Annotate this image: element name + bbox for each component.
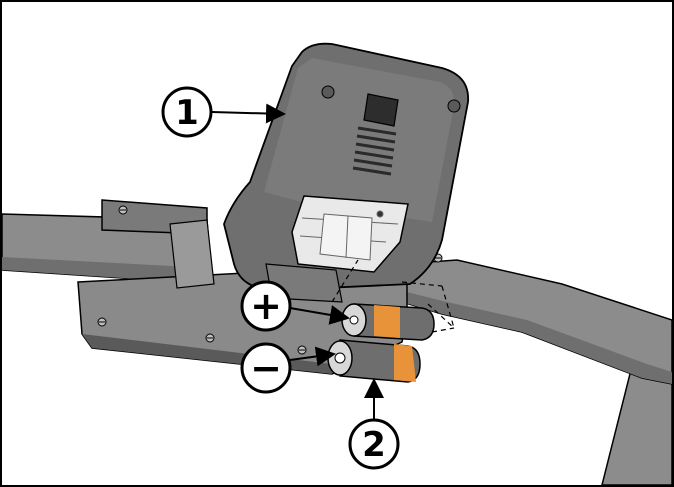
callout-arrow-positive (289, 305, 350, 325)
callout-console: 1 (161, 86, 213, 138)
screw-icon (97, 317, 107, 327)
handlebar-collar (169, 219, 215, 289)
callout-arrow-negative (289, 346, 336, 367)
screw-icon (205, 333, 215, 343)
screw-icon (321, 85, 335, 99)
screw-icon (118, 205, 128, 215)
callout-positive: + (240, 280, 292, 332)
svg-text:2: 2 (362, 425, 386, 465)
callout-batteries: 2 (348, 418, 400, 470)
console-housing-icon (223, 42, 469, 303)
console-vent (352, 126, 397, 176)
compartment-interior (299, 210, 399, 261)
battery-icon (341, 303, 435, 341)
console-display (363, 93, 399, 127)
svg-text:−: − (250, 346, 282, 390)
callout-negative: − (240, 342, 292, 394)
screw-icon (297, 345, 307, 355)
battery-icon (327, 339, 421, 383)
handlebar-right-shade (402, 292, 672, 384)
svg-text:+: + (250, 284, 282, 328)
console-face-highlight (264, 58, 455, 222)
battery-guide-lines (331, 259, 455, 333)
callout-arrow-console (211, 103, 286, 124)
svg-text:1: 1 (175, 93, 199, 133)
screw-icon (447, 99, 461, 113)
